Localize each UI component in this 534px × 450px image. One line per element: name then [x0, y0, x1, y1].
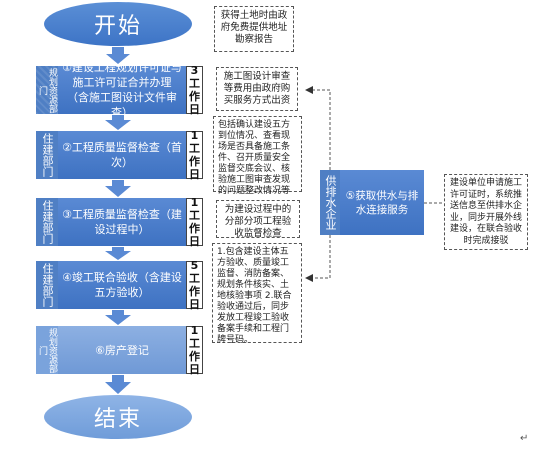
step-6-label: ⑥房产登记 — [95, 343, 149, 357]
step-3-label: ③工程质量监督检查（建设过程中） — [62, 208, 182, 236]
step-2-box: ②工程质量监督检查（首次） — [58, 131, 186, 179]
flow-arrow-1 — [106, 47, 130, 64]
flow-arrow-4 — [105, 247, 131, 260]
step-2-label: ②工程质量监督检查（首次） — [62, 141, 182, 169]
flow-arrow-6 — [105, 375, 131, 394]
dept-label-3: 住建部门 — [36, 198, 58, 246]
flow-arrow-2 — [105, 115, 131, 130]
dept-label-4: 住建部门 — [36, 261, 58, 309]
note-land-survey: 获得土地时由政府免费提供地址勘察报告 — [214, 6, 294, 52]
dept-label-1: 规划资源部门 — [36, 66, 58, 114]
flow-arrow-5 — [105, 310, 131, 325]
note-utility-connection: 建设单位申请施工许可证时，系统推送信息至供排水企业，同步开展外线建设，在联合验收… — [444, 174, 528, 250]
step-4-label: ④竣工联合验收（含建设五方验收） — [62, 271, 182, 299]
start-node: 开始 — [44, 2, 192, 46]
return-mark: ↵ — [520, 433, 528, 444]
step-1-box: ①建设工程规划许可证与施工许可证合并办理（含施工图设计文件审查） — [58, 61, 186, 119]
start-label: 开始 — [93, 14, 142, 39]
step-6-box: ⑥房产登记 — [58, 326, 186, 374]
note-completion: 1.包含建设主体五方验收、质量竣工监督、消防备案、规划条件核实、土地核验事项 2… — [212, 243, 302, 345]
dept-label-2: 住建部门 — [36, 131, 58, 179]
utility-to-step4-connector — [305, 235, 331, 282]
flow-arrow-3 — [105, 180, 131, 197]
step-5-box: ⑤获取供水与排水连接服务 — [340, 170, 424, 235]
note-process-check: 为建设过程中的分部分项工程验收监督检查 — [216, 200, 300, 239]
dept-label-6: 规划资源部门 — [36, 326, 58, 374]
note-design-review: 施工图设计审查等费用由政府购买服务方式出资 — [216, 67, 298, 111]
end-node: 结束 — [44, 395, 192, 439]
note-first-check: 包括确认建设五方到位情况、查看现场是否具备施工条件、召开质量安全监督交底会议、核… — [213, 116, 302, 196]
end-label: 结束 — [93, 407, 142, 432]
step-4-box: ④竣工联合验收（含建设五方验收） — [58, 261, 186, 309]
dept-label-5: 供排水企业 — [320, 170, 340, 235]
step-5-label: ⑤获取供水与排水连接服务 — [345, 189, 419, 216]
step-1-label: ①建设工程规划许可证与施工许可证合并办理（含施工图设计文件审查） — [62, 61, 182, 119]
step-3-box: ③工程质量监督检查（建设过程中） — [58, 198, 186, 246]
utility-to-step1-connector — [305, 86, 331, 170]
